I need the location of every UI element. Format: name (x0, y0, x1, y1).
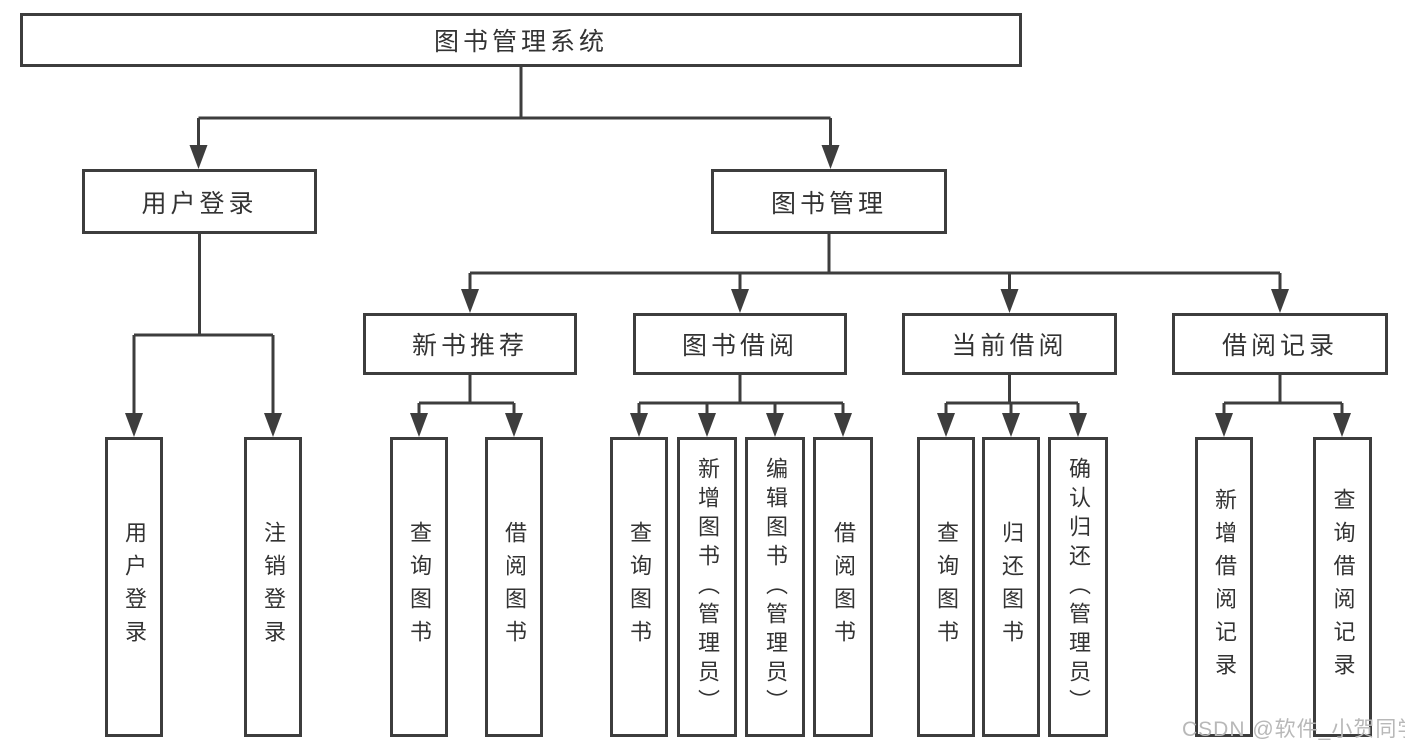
node-borrowing-records: 借阅记录 (1172, 313, 1388, 375)
leaf-borrowing-add-books-admin: 新增图书（管理员） (677, 437, 737, 737)
node-current-borrowing: 当前借阅 (902, 313, 1117, 375)
leaf-records-query-record: 查询借阅记录 (1313, 437, 1372, 737)
leaf-records-add-record: 新增借阅记录 (1195, 437, 1253, 737)
leaf-borrowing-query-books: 查询图书 (610, 437, 668, 737)
leaf-label: 归还图书 (999, 521, 1024, 653)
leaf-label: 新增图书（管理员） (695, 456, 720, 718)
node-book-borrowing: 图书借阅 (633, 313, 847, 375)
node-user-login-label: 用户登录 (141, 189, 258, 218)
connector-current-borrowing-to-children (937, 375, 1087, 437)
leaf-current-return-books: 归还图书 (982, 437, 1040, 737)
connector-borrowing-records-to-children (1215, 375, 1351, 437)
leaf-label: 编辑图书（管理员） (763, 456, 788, 718)
leaf-label: 注销登录 (261, 521, 286, 653)
node-new-book-recommend-label: 新书推荐 (411, 332, 528, 360)
leaf-label: 用户登录 (122, 521, 147, 653)
leaf-borrowing-edit-books-admin: 编辑图书（管理员） (745, 437, 805, 737)
leaf-label: 借阅图书 (831, 521, 856, 653)
connector-user-login-to-children (125, 234, 282, 437)
node-current-borrowing-label: 当前借阅 (951, 332, 1068, 360)
leaf-label: 查询借阅记录 (1330, 488, 1356, 686)
leaf-user-login-action: 用户登录 (105, 437, 163, 737)
leaf-label: 查询图书 (627, 521, 652, 653)
connector-book-management-to-level3 (461, 234, 1289, 313)
node-book-management-label: 图书管理 (770, 189, 887, 218)
leaf-label: 新增借阅记录 (1212, 488, 1237, 686)
node-user-login: 用户登录 (82, 169, 317, 234)
leaf-current-confirm-return-admin: 确认归还（管理员） (1048, 437, 1108, 737)
connector-new-book-recommend-to-children (410, 375, 523, 437)
connector-root-to-level2 (189, 67, 840, 169)
node-borrowing-records-label: 借阅记录 (1221, 332, 1338, 360)
node-new-book-recommend: 新书推荐 (363, 313, 577, 375)
node-root: 图书管理系统 (20, 13, 1022, 67)
leaf-newrec-borrow-books: 借阅图书 (485, 437, 543, 737)
leaf-borrowing-borrow-books: 借阅图书 (813, 437, 873, 737)
leaf-label: 查询图书 (407, 521, 432, 653)
leaf-logout: 注销登录 (244, 437, 302, 737)
node-book-management: 图书管理 (711, 169, 947, 234)
leaf-current-query-books: 查询图书 (917, 437, 975, 737)
leaf-label: 确认归还（管理员） (1066, 456, 1091, 718)
watermark-text: CSDN @软件_小贺同学 (1182, 718, 1405, 741)
leaf-label: 查询图书 (934, 521, 959, 653)
leaf-newrec-query-books: 查询图书 (390, 437, 448, 737)
connector-book-borrowing-to-children (630, 375, 852, 437)
leaf-label: 借阅图书 (502, 521, 527, 653)
node-book-borrowing-label: 图书借阅 (681, 332, 798, 360)
node-root-label: 图书管理系统 (433, 28, 608, 56)
